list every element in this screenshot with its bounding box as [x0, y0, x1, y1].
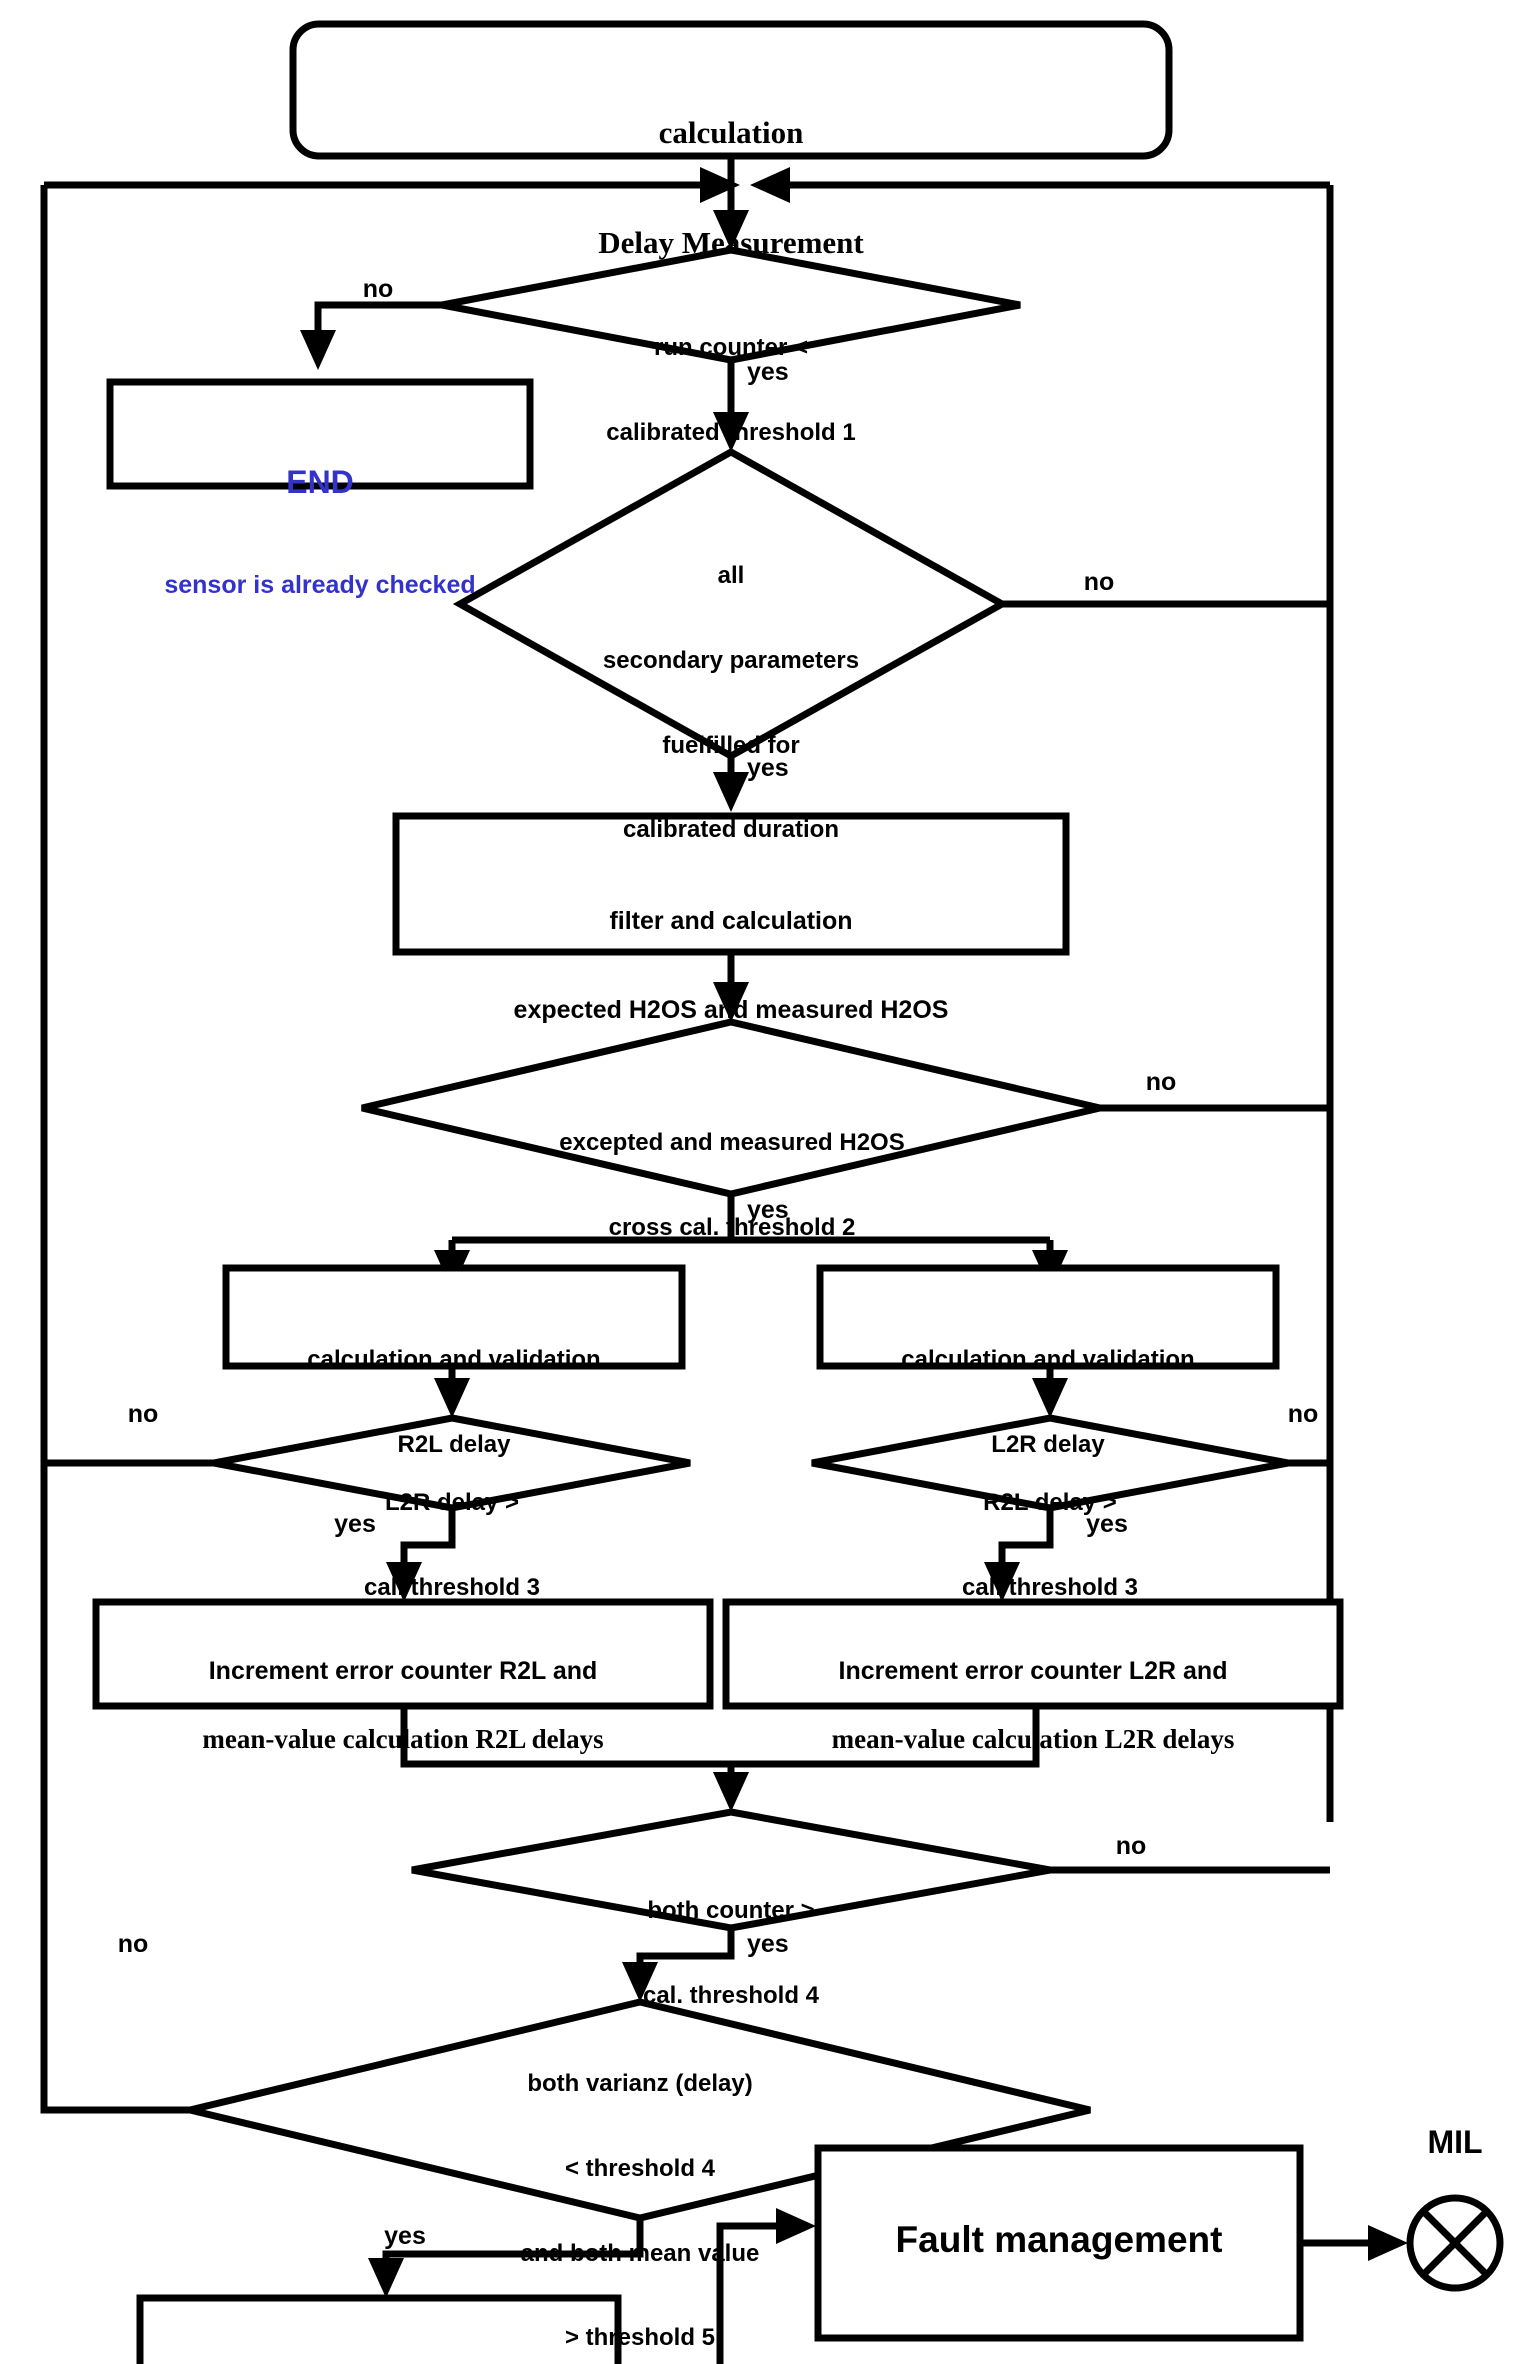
- edge-run-counter-no: [314, 301, 442, 348]
- arrowhead-right-return: [750, 167, 790, 203]
- arrowhead-end-in: [300, 330, 336, 370]
- decision-h2os-cross: [361, 1018, 1101, 1198]
- process-filter-calc: [392, 812, 1070, 956]
- process-calc-r2l: [222, 1264, 686, 1370]
- process-incr-l2r: [722, 1598, 1344, 1710]
- arrowhead-both-counter-in: [713, 1772, 749, 1812]
- process-calc-l2r: [816, 1264, 1280, 1370]
- mil-x-icon: [1421, 2209, 1489, 2277]
- arrowhead-incr-r2l-in: [386, 1562, 422, 1602]
- arrowhead-both-varianz-in: [622, 1962, 658, 2002]
- start-box: [289, 20, 1173, 160]
- edge-both-counter-yes: [636, 1928, 735, 1980]
- process-incr-r2l: [92, 1598, 714, 1710]
- process-fault-management: [814, 2144, 1304, 2342]
- end-box: [106, 378, 534, 490]
- arrowhead-decision1-in: [713, 210, 749, 250]
- arrowhead-h2os-in: [713, 982, 749, 1022]
- arrowhead-filter-in: [713, 772, 749, 812]
- process-transfer: [136, 2294, 622, 2364]
- edge-both-varianz-no: [40, 2024, 190, 2114]
- arrowhead-l2r-diamond-in: [434, 1378, 470, 1418]
- edge-increments-merge: [400, 1706, 1040, 1768]
- arrowhead-incr-l2r-in: [984, 1562, 1020, 1602]
- edge-transfer-to-fault: [716, 2222, 776, 2364]
- decision-both-counter: [411, 1808, 1051, 1932]
- decision-secondary-params: [452, 447, 1010, 761]
- decision-l2r-delay: [213, 1414, 691, 1512]
- decision-run-counter: [441, 246, 1021, 364]
- arrowhead-r2l-diamond-in: [1032, 1378, 1068, 1418]
- decision-r2l-delay: [811, 1414, 1289, 1512]
- arrowhead-fault-in: [776, 2208, 816, 2244]
- edge-both-varianz-yes: [382, 2218, 644, 2276]
- arrowhead-left-return: [700, 167, 740, 203]
- arrowhead-mil-in: [1368, 2225, 1408, 2261]
- arrowhead-decision2-in: [713, 412, 749, 452]
- arrowhead-transfer-in: [368, 2258, 404, 2298]
